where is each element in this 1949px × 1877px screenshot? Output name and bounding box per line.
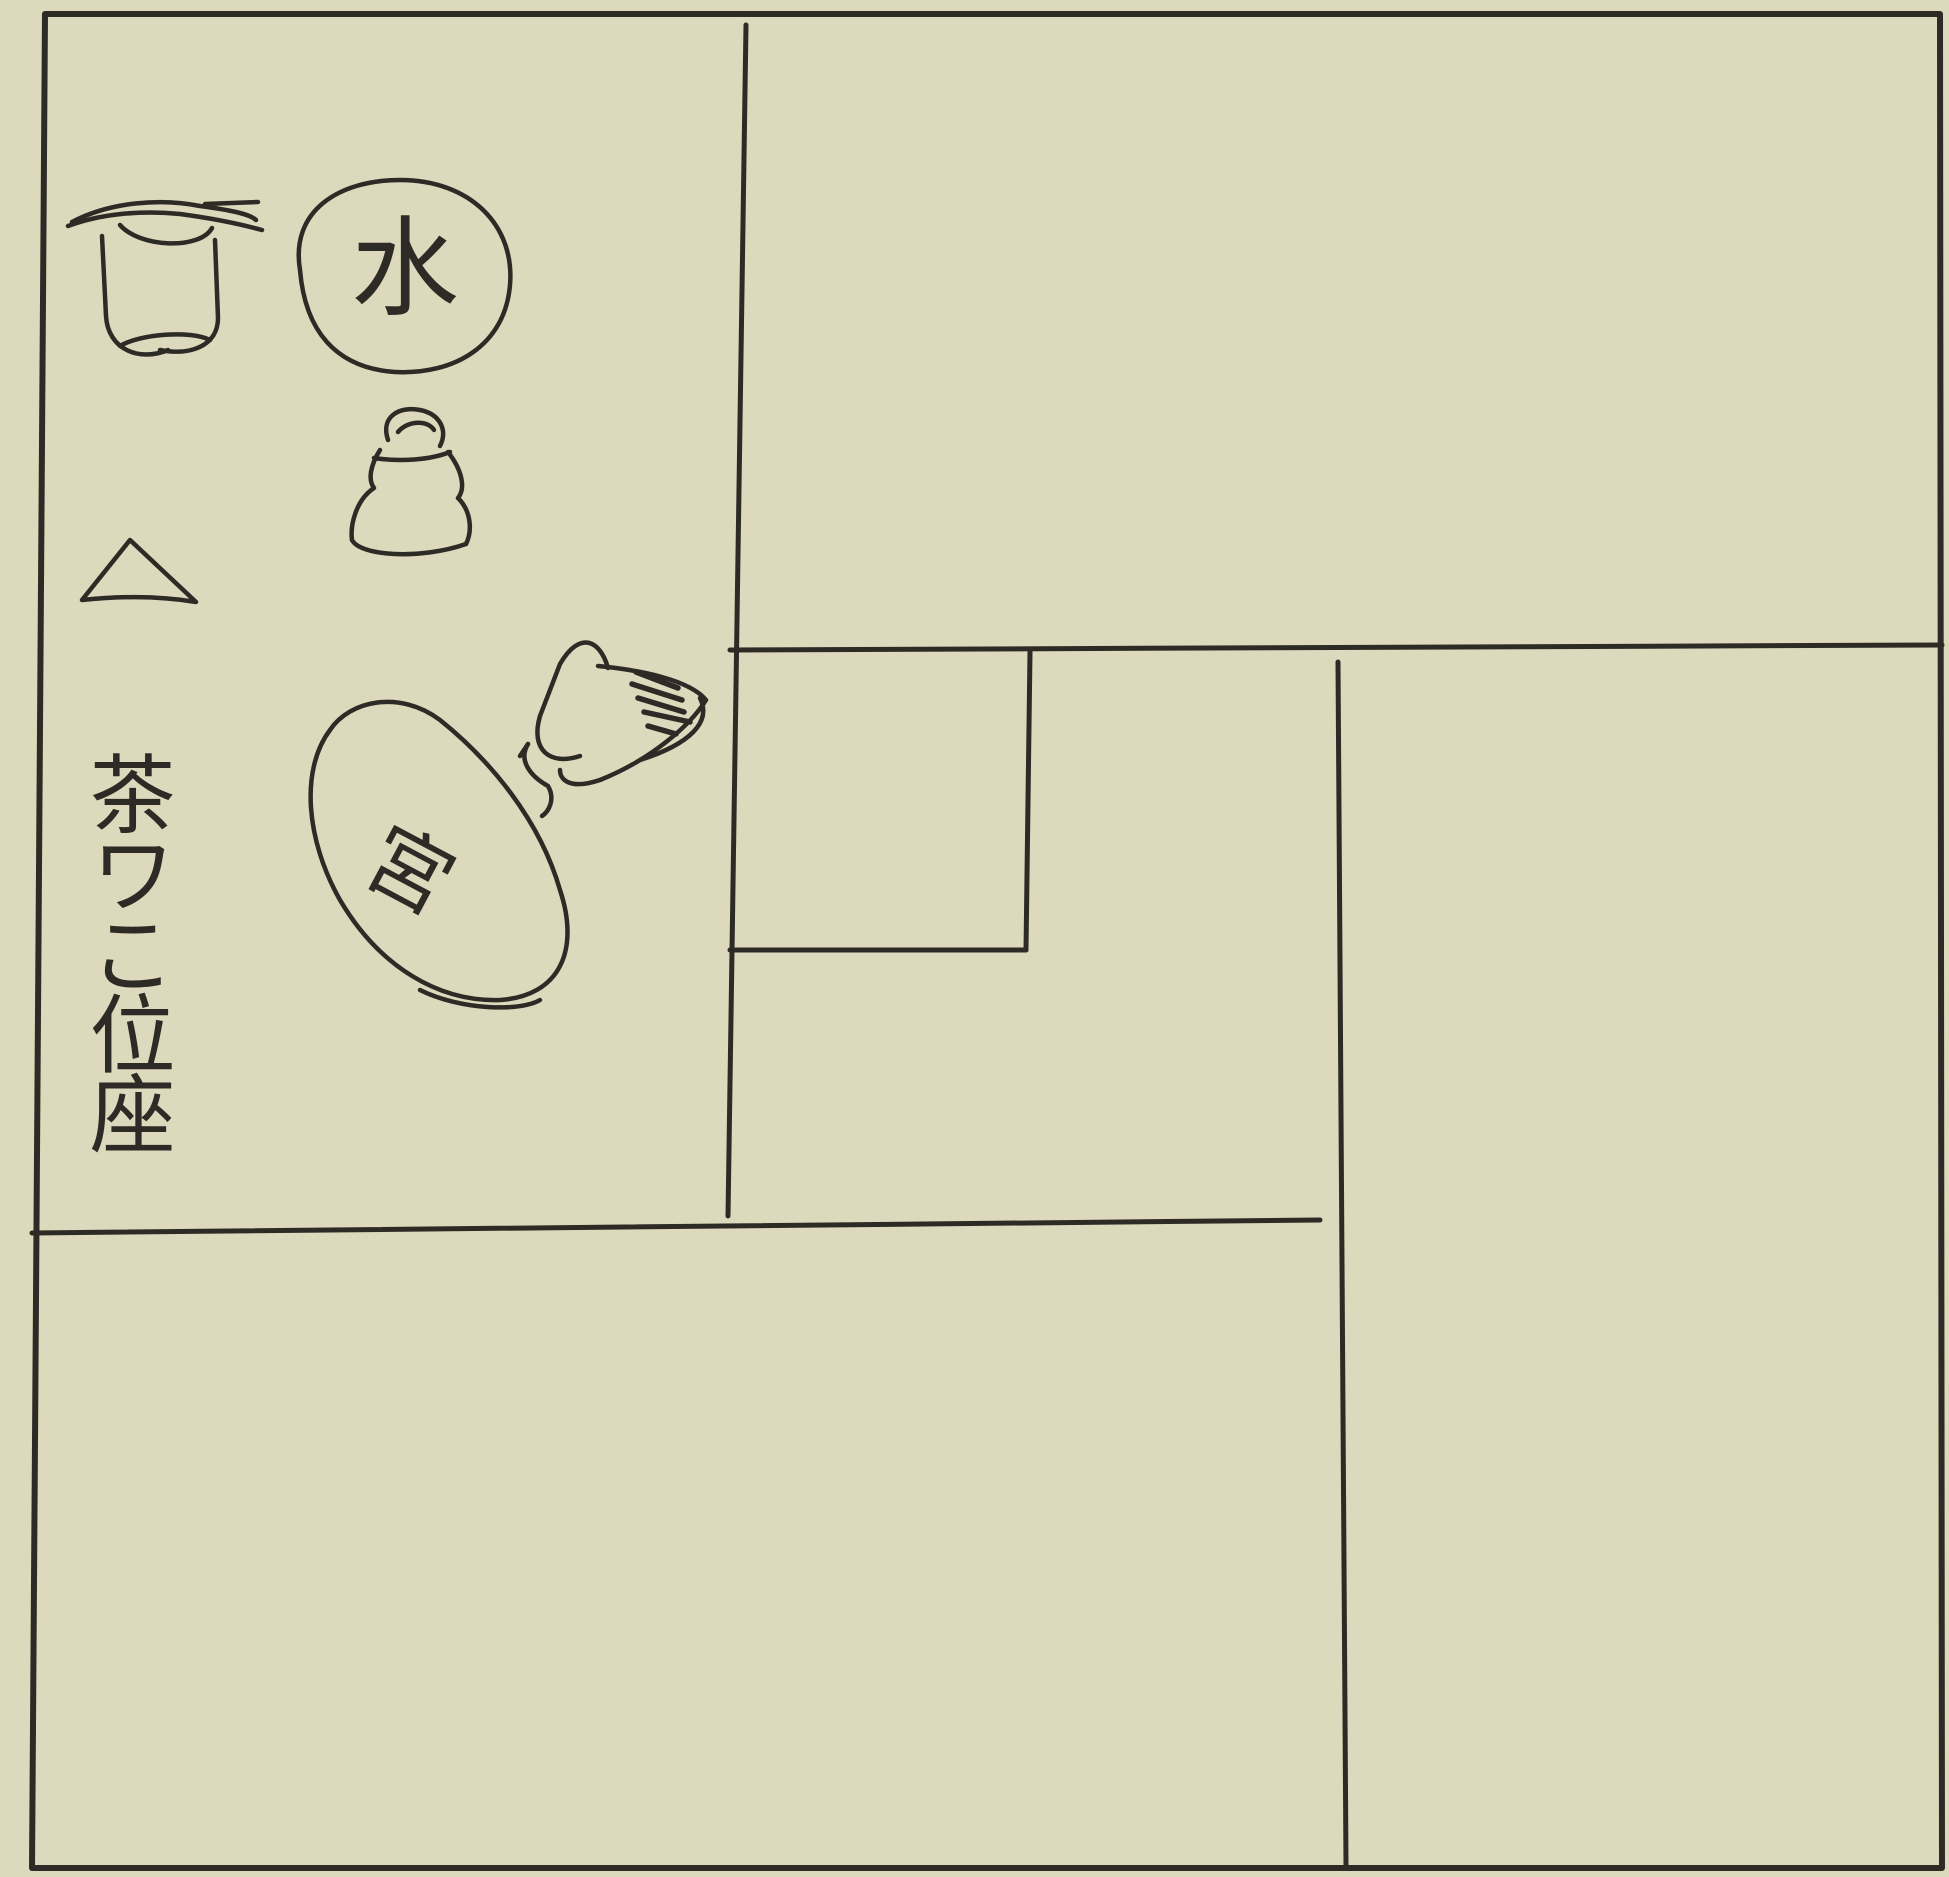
wall-vertical-upper xyxy=(725,22,749,1219)
mat-divisions xyxy=(29,22,1945,1868)
outer-frame xyxy=(29,11,1945,1871)
seat-label: 茶ワこ位座 xyxy=(74,750,174,1153)
tea-bowl-icon xyxy=(65,199,265,357)
wall-vertical-lower-right xyxy=(1335,659,1349,1868)
wall-small-square-right xyxy=(1023,649,1033,953)
wall-horizontal-middle xyxy=(727,642,1945,653)
tray-label: 宮 xyxy=(349,808,469,934)
water-jar-label: 水 xyxy=(351,207,459,332)
water-jar-icon: 水 xyxy=(296,177,513,375)
ladle-rest-icon xyxy=(79,537,199,605)
tray-icon: 宮 xyxy=(308,699,570,1010)
wall-horizontal-lower xyxy=(29,1217,1323,1236)
tea-caddy-icon xyxy=(349,406,473,557)
tea-whisk-icon xyxy=(517,640,709,819)
